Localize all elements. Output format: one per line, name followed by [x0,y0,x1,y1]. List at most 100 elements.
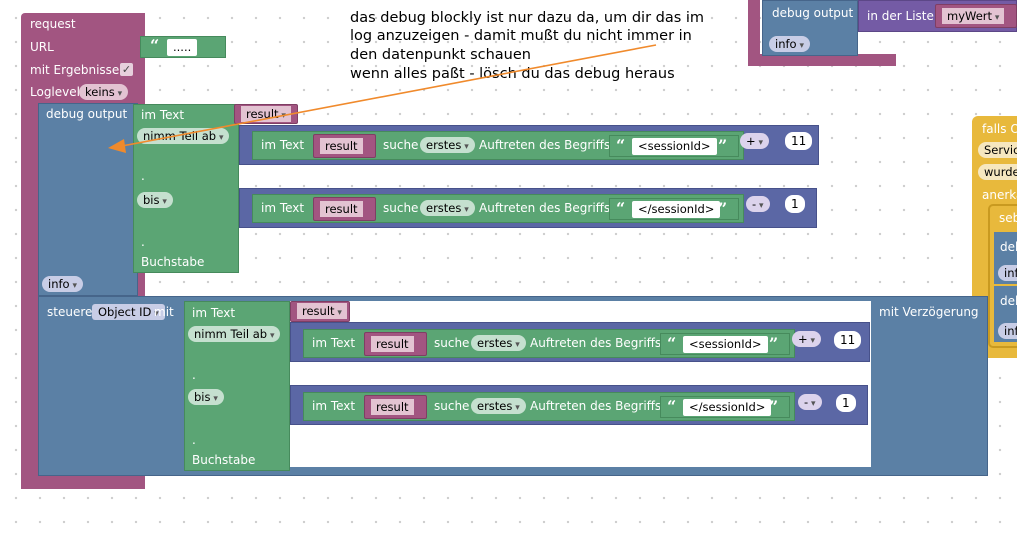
deb-label-1: deb [1000,240,1017,254]
math-add-block-2[interactable]: im Text result suche erstes Auftreten de… [290,322,870,362]
substring2-buchstabe: Buchstabe [192,453,256,467]
term-close-quote-4: ” [769,397,779,416]
suche-label-1: suche [383,138,419,152]
search-var-block-1[interactable]: result [313,134,376,158]
debug-output-title: debug output [46,107,128,121]
annotation-line-2: log anzuzeigen - damit mußt du nicht imm… [350,28,692,44]
in-der-liste-label: in der Liste [867,9,934,23]
search-var-4[interactable]: result [371,399,414,415]
search-block-1[interactable]: im Text result suche erstes Auftreten de… [252,131,744,160]
term-value-4[interactable]: </sessionId> [683,399,772,416]
math-op-4[interactable]: - [798,394,822,410]
term-string-block-4[interactable]: “ </sessionId> ” [660,396,790,418]
substring-block-2[interactable]: im Text nimm Teil ab . bis . Buchstabe [184,301,290,471]
search-im-text-3: im Text [312,336,356,350]
result-var-block-2[interactable]: result [290,301,350,322]
search-block-4[interactable]: im Text result suche erstes Auftreten de… [303,392,795,421]
search-var-2[interactable]: result [320,201,363,217]
substring-buchstabe: Buchstabe [141,255,205,269]
search-im-text-2: im Text [261,201,305,215]
inner-logic-block[interactable]: seb deb info deb info [988,204,1017,348]
search-block-3[interactable]: im Text result suche erstes Auftreten de… [303,329,795,358]
math-add-block-1[interactable]: im Text result suche erstes Auftreten de… [239,125,819,165]
search-var-3[interactable]: result [371,336,414,352]
term-string-block-2[interactable]: “ </sessionId> ” [609,198,739,220]
search-im-text-4: im Text [312,399,356,413]
annotation-line-4: wenn alles paßt - lösch du das debug her… [350,66,675,82]
math-op-3[interactable]: + [792,331,822,347]
wurde-field[interactable]: wurde [978,164,1017,180]
substring-dot-2: . [141,235,145,249]
substring2-dot-1: . [192,368,196,382]
debug-level-info[interactable]: info [42,276,83,292]
seb-label: seb [999,211,1017,225]
term-value-1[interactable]: <sessionId> [632,138,717,155]
search-mode-4[interactable]: erstes [471,398,526,414]
auftreten-label-4: Auftreten des Begriffs [530,399,662,413]
loglevel-dropdown[interactable]: keins [79,84,129,100]
term-close-quote-3: ” [769,334,779,353]
request-footer [21,476,145,489]
debug-level-dropdown[interactable]: info [769,36,810,52]
substring-block-1[interactable]: im Text nimm Teil ab . bis . Buchstabe [133,104,239,273]
math-num-1[interactable]: 11 [785,132,813,150]
inner-debug-1[interactable]: deb info [994,232,1017,284]
search-var-block-2[interactable]: result [313,197,376,221]
anerka-label: anerka [982,188,1017,202]
info-dropdown-1[interactable]: info [998,265,1017,281]
math-sub-block-1[interactable]: im Text result suche erstes Auftreten de… [239,188,817,228]
myWert-var-block[interactable]: myWert [935,4,1017,28]
math-num-2[interactable]: 1 [785,195,805,213]
delay-label: mit Verzögerung [879,305,979,319]
result-var-block-1[interactable]: result [234,104,298,124]
suche-label-3: suche [434,336,470,350]
deb-label-2: deb [1000,294,1017,308]
debug-output-block[interactable]: debug output info [38,103,138,296]
auftreten-label-3: Auftreten des Begriffs [530,336,662,350]
math-op-2[interactable]: - [746,196,770,212]
term-string-block-1[interactable]: “ <sessionId> ” [609,135,739,157]
object-id-dropdown[interactable]: Object ID [92,304,165,320]
search-var-block-3[interactable]: result [364,332,427,356]
servic-field[interactable]: Servic [978,142,1017,158]
search-mode-2[interactable]: erstes [420,200,475,216]
math-sub-block-2[interactable]: im Text result suche erstes Auftreten de… [290,385,868,425]
substring2-nimm-dropdown[interactable]: nimm Teil ab [188,326,281,342]
result-var-2[interactable]: result [297,303,347,319]
search-var-block-4[interactable]: result [364,395,427,419]
url-value[interactable]: ..... [167,39,198,56]
term-value-2[interactable]: </sessionId> [632,201,721,218]
results-label: mit Ergebnissen [30,63,127,77]
myWert-var[interactable]: myWert [942,8,1005,24]
term-close-quote-2: ” [718,199,728,218]
math-num-3[interactable]: 11 [834,331,862,349]
search-mode-3[interactable]: erstes [471,335,526,351]
substring-dot-1: . [141,169,145,183]
math-num-4[interactable]: 1 [836,394,856,412]
search-im-text-1: im Text [261,138,305,152]
list-block[interactable]: in der Liste myWert [858,0,1017,32]
url-label: URL [30,40,54,54]
term-value-3[interactable]: <sessionId> [683,336,768,353]
term-open-quote-1: “ [616,136,626,155]
top-right-pink-block[interactable] [748,0,760,66]
search-var-1[interactable]: result [320,138,363,154]
result-var-1[interactable]: result [241,106,291,122]
inner-debug-2[interactable]: deb info [994,286,1017,342]
search-mode-1[interactable]: erstes [420,137,475,153]
top-right-debug-block[interactable]: debug output info [762,0,858,56]
substring2-bis-dropdown[interactable]: bis [188,389,224,405]
url-string-block[interactable]: “ ..... [140,36,226,58]
search-block-2[interactable]: im Text result suche erstes Auftreten de… [252,194,744,223]
math-op-1[interactable]: + [740,133,770,149]
logic-block[interactable]: falls O Servic wurde anerka seb deb info… [972,116,1017,358]
substring-bis-dropdown[interactable]: bis [137,192,173,208]
results-checkbox[interactable]: ✓ [120,63,133,76]
request-title: request [30,17,76,31]
info-dropdown-2[interactable]: info [998,323,1017,339]
term-string-block-3[interactable]: “ <sessionId> ” [660,333,790,355]
term-open-quote-4: “ [667,397,677,416]
steuere-label: steuere [47,305,93,319]
substring-nimm-dropdown[interactable]: nimm Teil ab [137,128,230,144]
falls-label: falls O [982,122,1017,136]
